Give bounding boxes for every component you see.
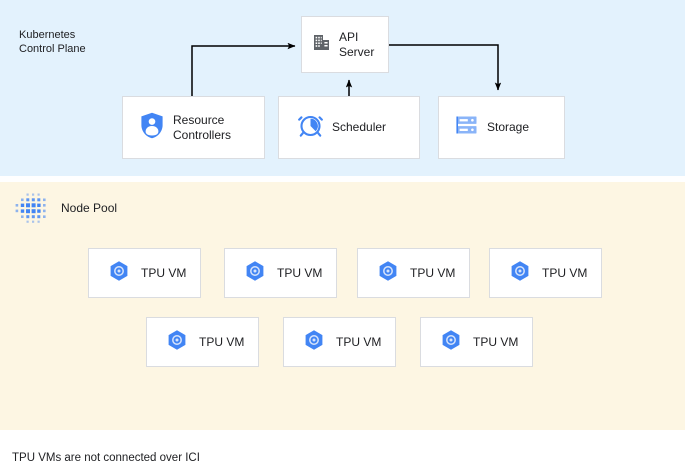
building-icon [313, 33, 330, 56]
shield-user-icon [140, 112, 164, 144]
tpu-vm-box[interactable]: TPU VM [88, 248, 201, 298]
tpu-vm-box[interactable]: TPU VM [420, 317, 533, 367]
tpu-vm-label: TPU VM [336, 334, 382, 349]
tpu-vm-label: TPU VM [473, 334, 519, 349]
tpu-hexagon-icon [509, 260, 531, 287]
node-api-server[interactable]: API Server [301, 16, 389, 73]
tpu-hexagon-icon [108, 260, 130, 287]
alarm-clock-icon [298, 113, 323, 143]
tpu-vm-box[interactable]: TPU VM [283, 317, 396, 367]
tpu-hexagon-icon [377, 260, 399, 287]
tpu-vm-label: TPU VM [141, 265, 187, 280]
tpu-vm-label: TPU VM [199, 334, 245, 349]
node-label: Storage [487, 120, 530, 134]
tpu-hexagon-icon [166, 329, 188, 356]
tpu-hexagon-icon [244, 260, 266, 287]
tpu-vm-box[interactable]: TPU VM [357, 248, 470, 298]
tpu-hexagon-icon [440, 329, 462, 356]
cluster-dots-icon [12, 192, 52, 226]
tpu-hexagon-icon [303, 329, 325, 356]
tpu-vm-label: TPU VM [542, 265, 588, 280]
tpu-vm-label: TPU VM [277, 265, 323, 280]
tpu-vm-box[interactable]: TPU VM [146, 317, 259, 367]
node-label: Scheduler [332, 120, 387, 134]
node-label: Resource Controllers [173, 112, 232, 142]
server-rack-icon [456, 114, 478, 141]
diagram-caption: TPU VMs are not connected over ICI [12, 452, 200, 464]
node-resource-controllers[interactable]: Resource Controllers [122, 96, 265, 159]
tpu-vm-box[interactable]: TPU VM [489, 248, 602, 298]
node-pool-region [0, 182, 685, 430]
tpu-vm-box[interactable]: TPU VM [224, 248, 337, 298]
control-plane-title: Kubernetes Control Plane [19, 29, 86, 55]
node-scheduler[interactable]: Scheduler [278, 96, 420, 159]
tpu-vm-label: TPU VM [410, 265, 456, 280]
node-storage[interactable]: Storage [438, 96, 565, 159]
node-pool-title: Node Pool [61, 201, 118, 215]
node-label: API Server [339, 29, 375, 59]
